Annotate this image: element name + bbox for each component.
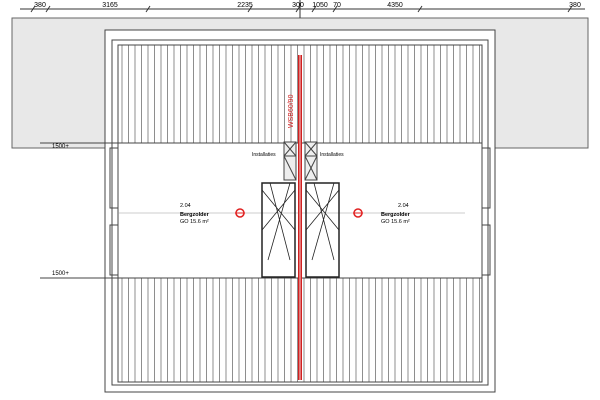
- dimension-label: 380: [34, 2, 46, 9]
- dimension-label: 70: [333, 2, 341, 9]
- roof-hatching: [117, 44, 483, 383]
- dimension-tick: [295, 5, 301, 13]
- dimension-label: 3165: [102, 2, 118, 9]
- smoke-detector-icon: [235, 208, 245, 218]
- shaft-label: Installaties: [320, 152, 344, 158]
- dimension-tick: [311, 5, 317, 13]
- wall-label: WSB60/90: [288, 94, 295, 128]
- dimension-tick: [45, 5, 51, 13]
- window: [481, 147, 491, 209]
- dimension-tick: [567, 5, 573, 13]
- staircase: [261, 182, 340, 278]
- dimension-tick: [145, 5, 151, 13]
- room-name: Bergzolder: [381, 212, 411, 218]
- smoke-detector-icon: [353, 208, 363, 218]
- room-number: 2.04: [398, 203, 409, 209]
- window: [109, 224, 119, 276]
- room-area: GO 15.6 m²: [180, 219, 209, 225]
- dimension-label: 4350: [387, 2, 403, 9]
- shafts: [283, 141, 318, 181]
- level-mark: 1500+: [52, 144, 69, 150]
- dimension-label: 2235: [237, 2, 253, 9]
- inner-wall: [111, 39, 489, 386]
- dimension-tick: [417, 5, 423, 13]
- room-number: 2.04: [180, 203, 191, 209]
- shaft-label: Installaties: [252, 152, 276, 158]
- dimension-tick: [247, 5, 253, 13]
- level-mark: 1500+: [52, 271, 69, 277]
- dimension-label: 380: [569, 2, 581, 9]
- window: [109, 147, 119, 209]
- dimension-label: 1050: [312, 2, 328, 9]
- dimension-tick: [30, 5, 36, 13]
- room-name: Bergzolder: [180, 212, 210, 218]
- window: [481, 224, 491, 276]
- dimension-label: 300: [292, 2, 304, 9]
- room-area: GO 15.6 m²: [381, 219, 410, 225]
- dimension-tick: [332, 5, 338, 13]
